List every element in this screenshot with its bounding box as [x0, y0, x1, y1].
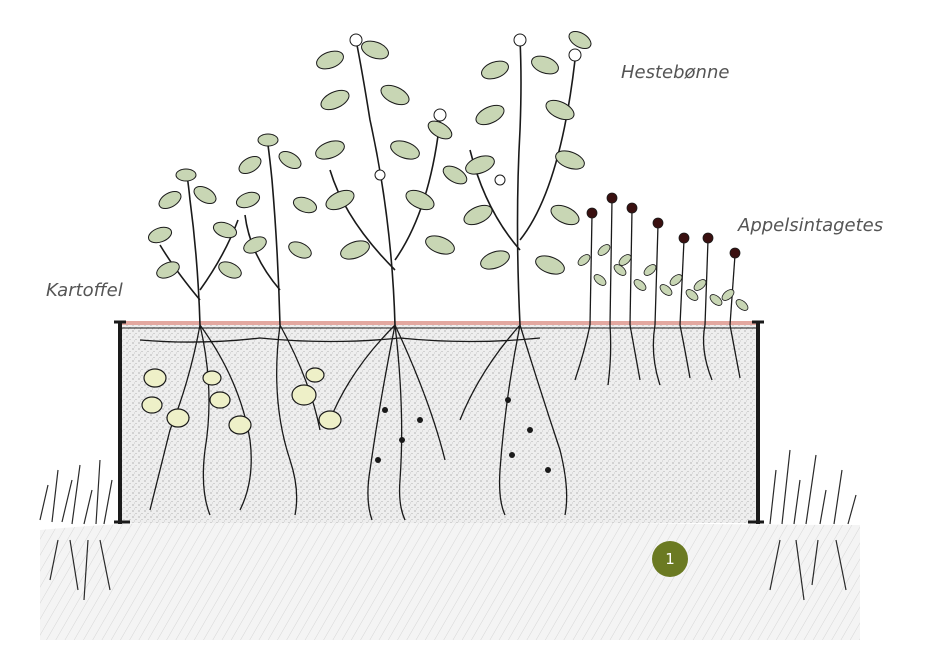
label-appelsintagetes: Appelsintagetes	[738, 215, 883, 236]
hotspot-marker-1[interactable]: 1	[652, 541, 688, 577]
ground	[40, 519, 860, 640]
plant-stems	[160, 40, 575, 325]
label-kartoffel: Kartoffel	[46, 280, 123, 301]
marigold-leaves	[576, 242, 750, 312]
marigold-plants	[590, 200, 735, 325]
label-hestebonne: Hestebønne	[621, 62, 729, 83]
raised-bed-soil	[122, 325, 757, 523]
